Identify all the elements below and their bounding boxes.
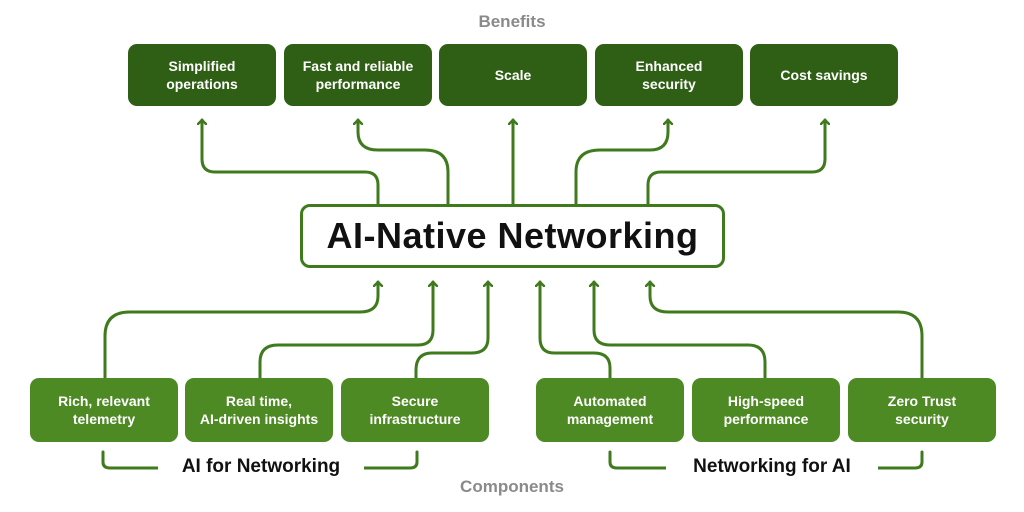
benefits-heading: Benefits	[478, 12, 546, 31]
arrow-from-automated-management	[540, 280, 612, 380]
group-label-ai-for-networking: AI for Networking	[158, 456, 364, 478]
benefit-enhanced-security: Enhanced security	[595, 44, 743, 106]
arrow-to-cost-savings	[646, 118, 825, 206]
center-title-box: AI-Native Networking	[300, 204, 725, 268]
arrow-from-zero-trust	[650, 280, 924, 380]
arrow-to-fast-performance	[358, 118, 450, 206]
benefit-cost-savings: Cost savings	[750, 44, 898, 106]
benefit-fast-reliable-performance: Fast and reliable performance	[284, 44, 432, 106]
components-heading: Components	[460, 477, 564, 496]
arrow-from-high-speed-performance	[594, 280, 767, 380]
benefit-scale: Scale	[439, 44, 587, 106]
component-secure-infrastructure: Secure infrastructure	[341, 378, 489, 442]
group-label-networking-for-ai: Networking for AI	[666, 456, 878, 478]
component-zero-trust-security: Zero Trust security	[848, 378, 996, 442]
arrow-from-insights	[258, 280, 433, 380]
component-automated-management: Automated management	[536, 378, 684, 442]
arrow-from-secure-infrastructure	[414, 280, 488, 380]
component-high-speed-performance: High-speed performance	[692, 378, 840, 442]
component-rich-relevant-telemetry: Rich, relevant telemetry	[30, 378, 178, 442]
benefit-simplified-operations: Simplified operations	[128, 44, 276, 106]
arrow-from-telemetry	[103, 280, 378, 380]
component-real-time-insights: Real time, AI-driven insights	[185, 378, 333, 442]
arrow-to-simplified-operations	[202, 118, 380, 206]
arrow-to-enhanced-security	[574, 118, 668, 206]
